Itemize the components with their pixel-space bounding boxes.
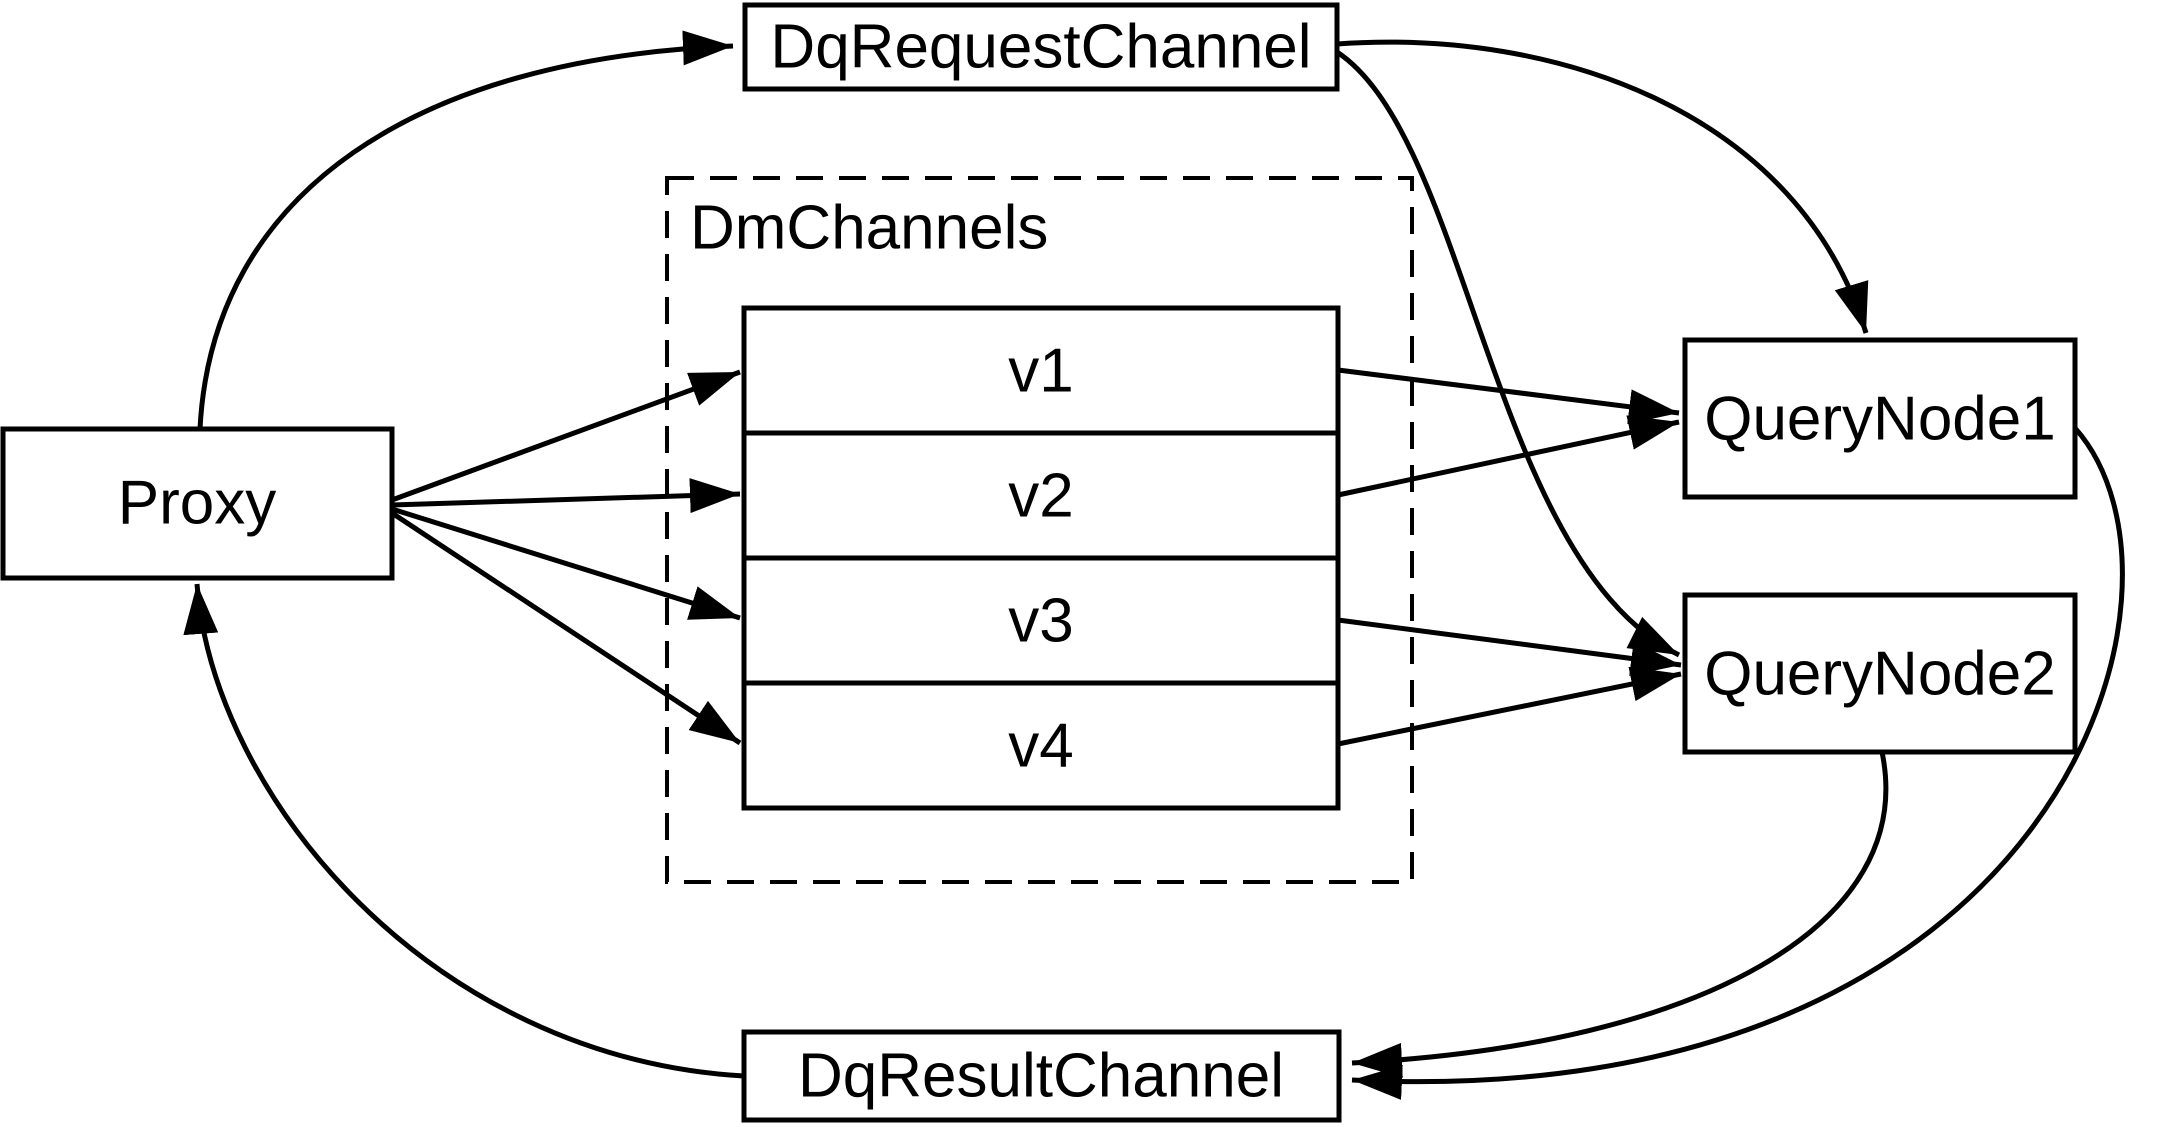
proxy-label: Proxy: [118, 469, 276, 538]
channel-row-v4-label: v4: [1008, 712, 1073, 781]
dm-channels-group: DmChannels v1 v2 v3 v4: [665, 176, 1414, 884]
dq-result-channel-box: [741, 1029, 1342, 1123]
edge-proxy-to-v1: [391, 369, 741, 503]
channel-row-v3-label: v3: [1008, 587, 1073, 656]
dq-result-channel-node: DqResultChannel: [741, 1029, 1342, 1123]
channel-row-v2-label: v2: [1008, 462, 1073, 531]
query-node-1-box: [1682, 337, 2078, 500]
dq-result-channel-label: DqResultChannel: [798, 1042, 1284, 1111]
dq-request-channel-node: DqRequestChannel: [742, 2, 1340, 92]
query-node-2-label: QueryNode2: [1704, 640, 2056, 709]
edge-proxy-to-v2: [391, 478, 741, 514]
edge-v2-to-query-node-1: [1337, 415, 1680, 498]
query-node-2-node: QueryNode2: [1682, 592, 2078, 755]
edge-proxy-to-v4: [390, 510, 742, 746]
proxy-box: [0, 426, 395, 581]
dm-channels-label: DmChannels: [690, 194, 1048, 263]
dq-request-channel-label: DqRequestChannel: [770, 13, 1311, 82]
edge-query-node-2-to-dq-result-channel: [1351, 751, 1889, 1078]
edge-dq-result-channel-to-proxy: [183, 583, 745, 1079]
proxy-node: Proxy: [0, 426, 395, 581]
edge-v3-to-query-node-2: [1337, 617, 1682, 676]
query-node-1-label: QueryNode1: [1704, 385, 2056, 454]
edge-dq-request-channel-to-query-node-1: [1336, 39, 1869, 334]
dq-request-channel-box: [742, 2, 1340, 92]
edge-proxy-to-v3: [391, 506, 741, 621]
edge-proxy-to-dq-request-channel: [197, 30, 734, 430]
edge-v1-to-query-node-1: [1337, 367, 1680, 425]
dm-channels-dashed-box: [665, 176, 1414, 884]
query-node-1-node: QueryNode1: [1682, 337, 2078, 500]
edge-dq-request-channel-to-query-node-2: [1335, 49, 1681, 658]
edge-query-node-1-to-dq-result-channel: [1351, 426, 2125, 1100]
query-node-2-box: [1682, 592, 2078, 755]
edge-v4-to-query-node-2: [1337, 666, 1682, 747]
channel-row-v1-label: v1: [1008, 337, 1073, 406]
